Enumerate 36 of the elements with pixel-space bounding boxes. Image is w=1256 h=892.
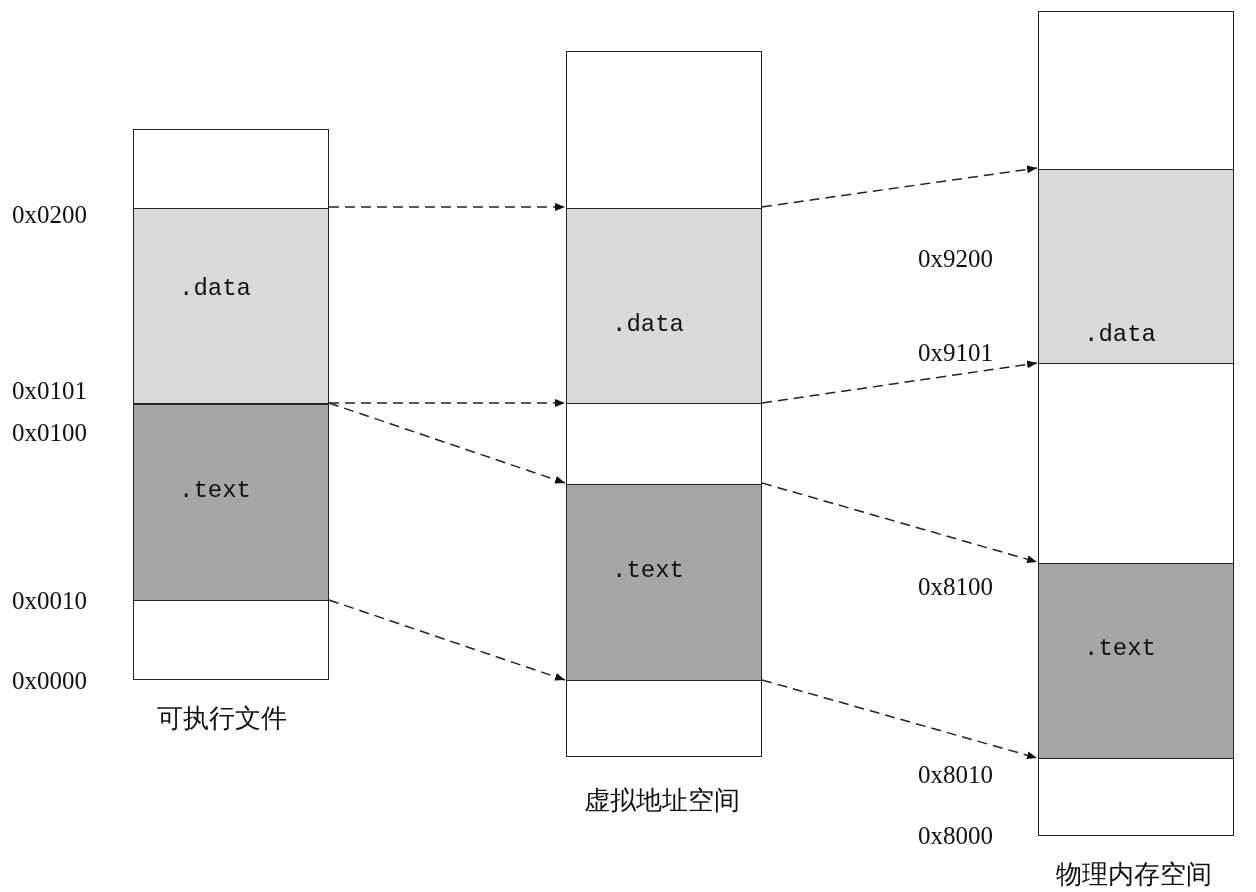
dashed-arrow [328, 599, 566, 681]
address-label: 0x0200 [12, 202, 87, 227]
dashed-arrow [328, 402, 566, 484]
segment-label: .text [1084, 637, 1156, 661]
address-label: 0x0000 [12, 668, 87, 693]
data-segment [1039, 169, 1233, 364]
data-segment [134, 208, 328, 404]
dashed-arrow [328, 203, 566, 211]
segment-label: .data [612, 313, 684, 337]
segment-label: .text [612, 559, 684, 583]
address-label: 0x8000 [918, 823, 993, 848]
text-segment [567, 484, 761, 681]
memory-column [566, 51, 762, 757]
dashed-arrow [761, 679, 1038, 760]
dashed-arrow [328, 399, 566, 407]
address-label: 0x9200 [918, 246, 993, 271]
address-label: 0x0010 [12, 588, 87, 613]
segment-label: .data [179, 277, 251, 301]
address-label: 0x9101 [918, 340, 993, 365]
text-segment [134, 404, 328, 601]
segment-label: .data [1084, 323, 1156, 347]
memory-column [1038, 11, 1234, 836]
address-label: 0x8100 [918, 574, 993, 599]
address-label: 0x0101 [12, 378, 87, 403]
segment-label: .text [179, 479, 251, 503]
column-caption: 可执行文件 [157, 705, 287, 731]
dashed-arrow [761, 482, 1038, 564]
memory-column [133, 129, 329, 680]
column-caption: 物理内存空间 [1056, 861, 1212, 887]
address-label: 0x8010 [918, 762, 993, 787]
text-segment [1039, 563, 1233, 759]
dashed-arrow [761, 165, 1038, 208]
address-label: 0x0100 [12, 420, 87, 445]
data-segment [567, 208, 761, 404]
dashed-arrow [761, 360, 1038, 404]
column-caption: 虚拟地址空间 [584, 787, 740, 813]
